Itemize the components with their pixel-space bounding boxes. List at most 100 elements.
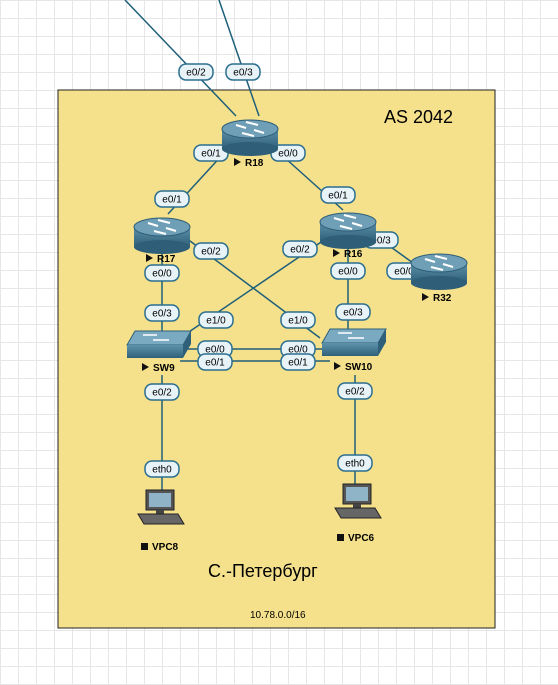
router-base (411, 276, 467, 290)
router-top (133, 217, 191, 237)
interface-sw10-vpc6-a: e0/2 (337, 382, 373, 400)
interface-label: e0/2 (152, 388, 172, 399)
interface-r17-sw10-b: e1/0 (280, 311, 316, 329)
router-base (134, 240, 190, 254)
router-icon (410, 253, 468, 290)
router-top (410, 253, 468, 273)
interface-r17-sw10-a: e0/2 (193, 242, 229, 260)
router-arrow (333, 217, 345, 222)
node-sw10[interactable]: SW10 (321, 328, 387, 373)
interface-sw9-sw10-b-a: e0/1 (197, 353, 233, 371)
node-label: R16 (344, 249, 363, 260)
router-arrow (253, 129, 265, 134)
pc-icon (334, 483, 382, 519)
interface-uplink-1-a: e0/2 (178, 63, 214, 81)
router-arrow (442, 263, 454, 268)
interface-pill (280, 353, 316, 371)
interface-label: e0/2 (186, 68, 206, 79)
pc-icon (137, 489, 185, 525)
node-label: R18 (245, 158, 264, 169)
interface-pill (335, 303, 371, 321)
interface-pill (282, 240, 318, 258)
router-top (319, 212, 377, 232)
interface-sw10-vpc6-b: eth0 (337, 454, 373, 472)
status-square-icon (337, 534, 344, 541)
interface-label: e0/1 (162, 195, 182, 206)
as-zone (57, 89, 496, 629)
router-icon (319, 212, 377, 249)
pc-screen (149, 493, 171, 507)
router-base (320, 235, 376, 249)
link-uplink-1[interactable] (124, 0, 237, 117)
switch-top (321, 328, 387, 344)
city-label: С.-Петербург (208, 561, 318, 581)
node-vpc6[interactable]: VPC6 (334, 483, 382, 544)
interface-r18-r17-b: e0/1 (154, 190, 190, 208)
node-r16[interactable]: R16 (319, 212, 377, 260)
interface-r16-sw10-b: e0/3 (335, 303, 371, 321)
pc-stand (156, 510, 164, 514)
interface-label: eth0 (345, 459, 365, 470)
node-r17[interactable]: R17 (133, 217, 191, 265)
router-arrow (157, 219, 171, 224)
interface-r18-r16-b: e0/1 (320, 186, 356, 204)
pc-stand (353, 504, 361, 508)
node-label: R17 (157, 254, 176, 265)
interface-label: e1/0 (288, 316, 308, 327)
interface-label: e0/1 (288, 358, 308, 369)
interface-pill (198, 311, 234, 329)
interface-pill (144, 383, 180, 401)
interface-label: e0/1 (205, 358, 225, 369)
node-sw9[interactable]: SW9 (126, 330, 192, 374)
interface-pill (330, 262, 366, 280)
interface-label: e0/1 (201, 149, 221, 160)
interface-label: e0/0 (394, 267, 414, 278)
status-square-icon (141, 543, 148, 550)
interface-label: e1/0 (206, 316, 226, 327)
interface-pill (144, 304, 180, 322)
network-label: 10.78.0.0/16 (250, 610, 306, 621)
interface-label: e0/1 (328, 191, 348, 202)
interface-pill (337, 382, 373, 400)
interface-pill (193, 242, 229, 260)
switch-side (183, 331, 191, 358)
interface-r16-sw9-a: e0/2 (282, 240, 318, 258)
router-arrow (343, 214, 357, 219)
router-arrow (235, 124, 247, 129)
router-top (221, 119, 279, 139)
interface-r16-sw9-b: e1/0 (198, 311, 234, 329)
node-label: SW9 (153, 363, 175, 374)
interface-label: e0/3 (343, 308, 363, 319)
router-arrow (351, 222, 363, 227)
interface-label: e0/0 (278, 149, 298, 160)
router-arrow (165, 227, 177, 232)
interface-label: e0/3 (371, 236, 391, 247)
interface-label: e0/0 (288, 345, 308, 356)
switch-side (378, 329, 386, 356)
switch-icon (321, 328, 387, 356)
interface-r17-sw9-b: e0/3 (144, 304, 180, 322)
status-play-icon (146, 254, 153, 262)
link-uplink-2[interactable] (218, 0, 260, 117)
switch-front (127, 345, 183, 358)
status-play-icon (142, 363, 149, 371)
node-r32[interactable]: R32 (410, 253, 468, 304)
node-r18[interactable]: R18 (221, 119, 279, 169)
node-label: SW10 (345, 362, 373, 373)
router-base (222, 142, 278, 156)
status-play-icon (234, 158, 241, 166)
interface-label: e0/0 (205, 345, 225, 356)
router-arrow (434, 255, 448, 260)
node-vpc8[interactable]: VPC8 (137, 489, 185, 553)
switch-front (322, 343, 378, 356)
router-arrow (430, 266, 444, 271)
status-play-icon (422, 293, 429, 301)
node-label: VPC8 (152, 542, 179, 553)
router-icon (133, 217, 191, 254)
status-play-icon (333, 249, 340, 257)
node-label: R32 (433, 293, 452, 304)
interface-pill (337, 454, 373, 472)
router-icon (221, 119, 279, 156)
